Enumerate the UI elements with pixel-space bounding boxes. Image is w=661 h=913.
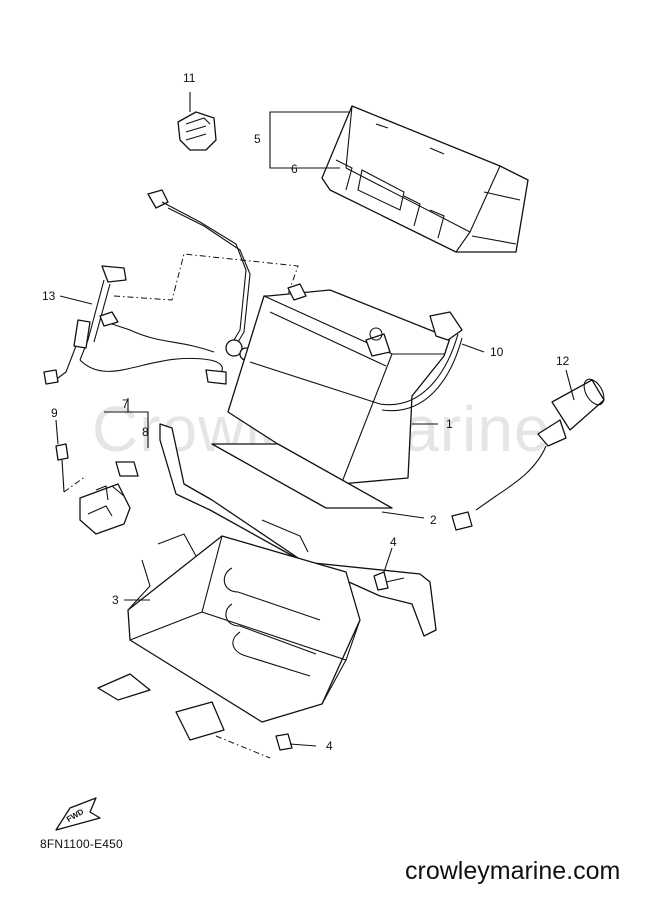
leader-5-6 — [269, 111, 350, 169]
part-3-bracket — [97, 423, 437, 741]
website-label: crowleymarine.com — [405, 857, 621, 885]
part-10-band — [249, 311, 485, 412]
callout-13: 13 — [42, 289, 56, 303]
callout-7: 7 — [122, 397, 129, 411]
part-2-pad — [211, 443, 425, 519]
callout-4-lower: 4 — [326, 739, 333, 753]
part-9-bolt — [55, 419, 69, 493]
part-11-clip — [177, 92, 217, 151]
callout-9: 9 — [51, 406, 58, 420]
part-4-bolt-upper — [373, 547, 405, 591]
callout-6: 6 — [291, 162, 298, 176]
fwd-arrow-icon — [55, 797, 101, 831]
dash-13 — [113, 253, 299, 301]
callout-8: 8 — [142, 425, 149, 439]
dash-9 — [63, 475, 87, 493]
part-13-wire-harness — [43, 265, 227, 385]
part-1-battery — [227, 283, 451, 485]
callout-10: 10 — [490, 345, 504, 359]
battery-cable — [147, 189, 253, 361]
part-12-socket — [451, 369, 605, 531]
callout-11: 11 — [183, 71, 196, 85]
callout-12: 12 — [556, 354, 570, 368]
callout-4-upper: 4 — [390, 535, 397, 549]
part-4-bolt-lower — [275, 733, 317, 751]
part-5-battery-cover — [321, 105, 529, 253]
part-7-8-relay-fuse — [79, 398, 149, 535]
dash-4b — [215, 735, 271, 759]
callout-1: 1 — [446, 417, 453, 431]
callout-5: 5 — [254, 132, 261, 146]
callout-3: 3 — [112, 593, 119, 607]
part-code: 8FN1100-E450 — [40, 837, 123, 851]
callout-2: 2 — [430, 513, 437, 527]
